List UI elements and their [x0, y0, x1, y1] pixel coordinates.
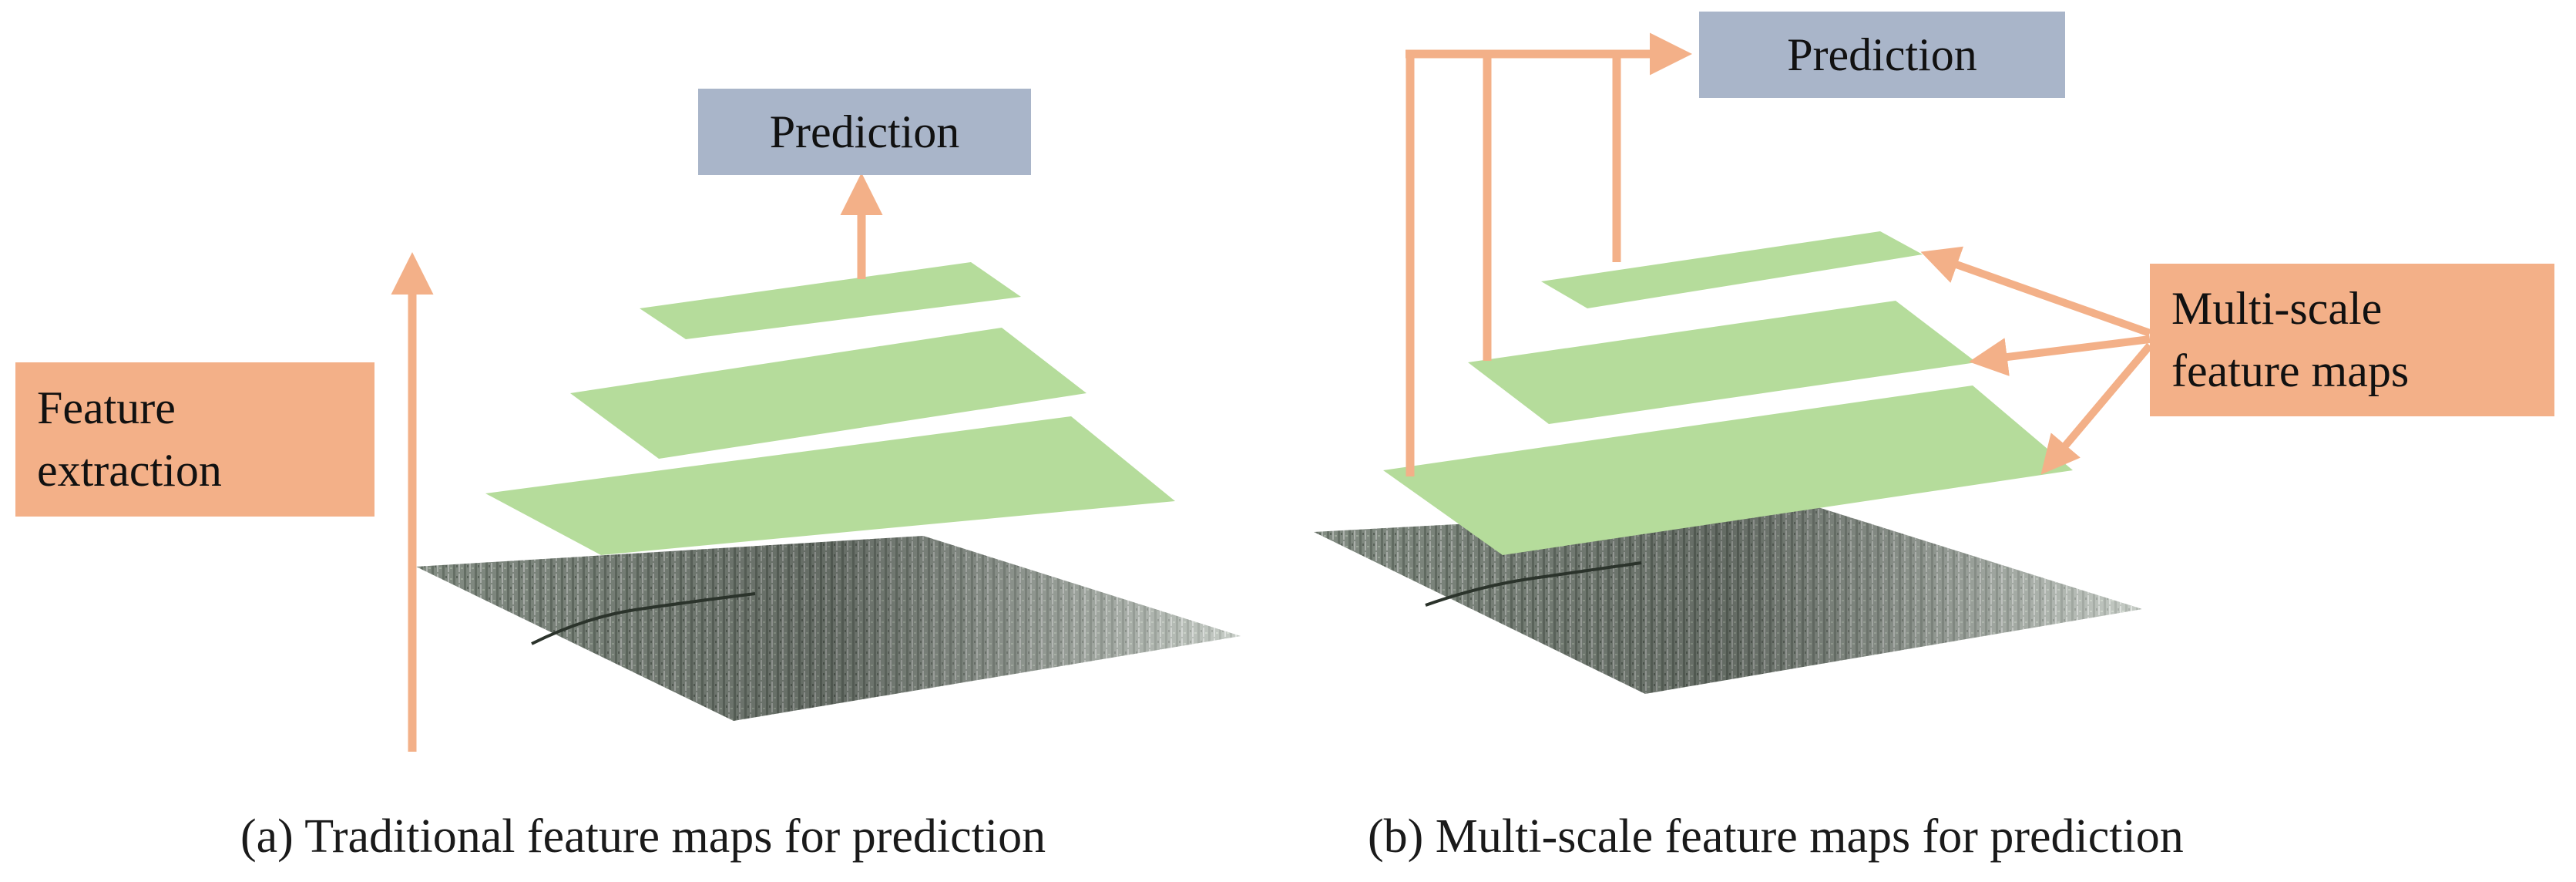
feature-extraction-box: Feature extraction — [15, 362, 374, 517]
caption-a: (a) Traditional feature maps for predict… — [240, 810, 1046, 863]
prediction-box-b: Prediction — [1699, 12, 2065, 98]
multiscale-pointer-arrows — [1920, 246, 2153, 475]
prediction-label-b: Prediction — [1787, 29, 1977, 80]
multiscale-feature-maps-label: Multi-scale feature maps — [2171, 283, 2410, 396]
feature-map-layer-b-1 — [1383, 385, 2073, 555]
feature-map-layer-a-3 — [640, 262, 1021, 339]
feature-map-layer-b-2 — [1468, 301, 1977, 424]
caption-b: (b) Multi-scale feature maps for predict… — [1368, 810, 2184, 863]
feature-map-layer-b-3 — [1541, 231, 1923, 308]
panel-a-graphics — [391, 173, 1241, 752]
multiscale-connectors — [1406, 32, 1692, 476]
terrain-map-b — [1314, 505, 2142, 694]
terrain-map-a — [416, 536, 1241, 721]
feature-extraction-label: Feature extraction — [37, 382, 222, 496]
prediction-label-a: Prediction — [769, 106, 960, 157]
multiscale-feature-maps-box: Multi-scale feature maps — [2150, 264, 2554, 416]
panel-b-graphics — [1314, 32, 2153, 694]
feature-map-layer-a-2 — [570, 328, 1086, 459]
feature-map-layer-a-1 — [485, 416, 1175, 555]
prediction-box-a: Prediction — [698, 89, 1031, 175]
